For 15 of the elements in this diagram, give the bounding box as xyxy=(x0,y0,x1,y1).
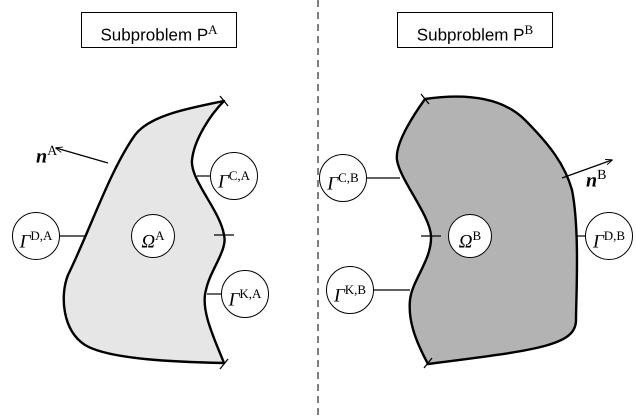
leader-line xyxy=(374,289,410,291)
leader-line xyxy=(60,235,85,237)
symbol-circle: Γ$^{D,A}$ xyxy=(12,212,60,260)
title-box: Subproblem P$^{A}$ xyxy=(81,12,237,48)
vector-label: n$^{B}$ xyxy=(586,168,606,193)
symbol-circle: Γ$^{D,B}$ xyxy=(585,212,633,260)
symbol-circle: Γ$^{K,B}$ xyxy=(326,266,374,314)
symbol-circle: Γ$^{C,B}$ xyxy=(319,154,367,202)
title-box: Subproblem P$^{B}$ xyxy=(397,12,553,48)
vector-label: n$^{A}$ xyxy=(36,144,58,169)
symbol-circle: Γ$^{C,A}$ xyxy=(210,152,258,200)
leader-line xyxy=(197,175,210,177)
symbol-circle: Γ$^{K,A}$ xyxy=(221,270,269,318)
leader-line xyxy=(367,177,400,179)
leader-line xyxy=(207,293,221,295)
